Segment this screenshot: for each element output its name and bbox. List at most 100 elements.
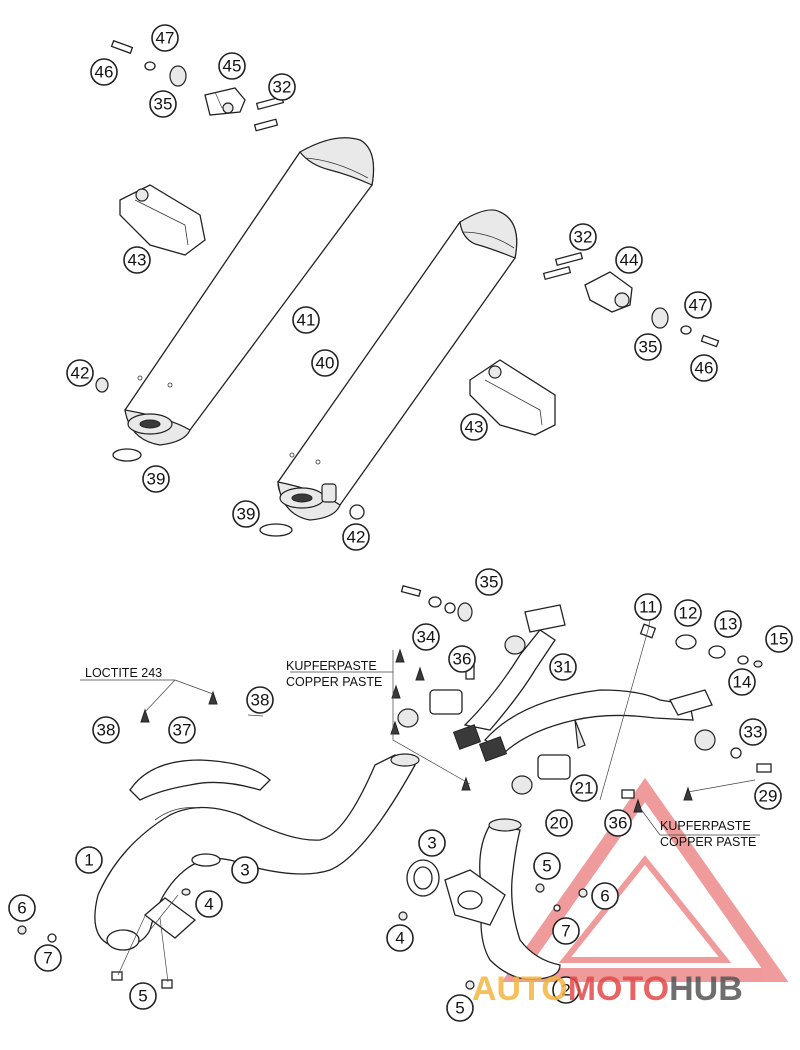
svg-text:11: 11: [639, 598, 657, 617]
svg-text:29: 29: [759, 787, 778, 806]
hardware-top-left: [110, 39, 285, 132]
callout-47-right: 47: [684, 291, 712, 319]
svg-text:6: 6: [600, 887, 609, 906]
header-pipe-2: [398, 818, 588, 990]
callout-12: 12: [674, 599, 702, 627]
svg-text:35: 35: [154, 95, 173, 114]
callout-29: 29: [754, 782, 782, 810]
callout-42-right: 42: [342, 523, 370, 551]
callout-15: 15: [765, 625, 793, 653]
callout-4-right: 4: [386, 924, 414, 952]
callout-7-left: 7: [34, 944, 62, 972]
svg-text:40: 40: [316, 354, 335, 373]
svg-text:38: 38: [251, 691, 270, 710]
callout-38-left: 38: [92, 716, 120, 744]
svg-text:2: 2: [561, 981, 570, 1000]
note-copper-en-left: COPPER PASTE: [286, 675, 382, 689]
svg-text:31: 31: [554, 658, 573, 677]
bracket-43-right: [469, 359, 556, 436]
svg-text:39: 39: [237, 505, 256, 524]
callout-39-right: 39: [232, 500, 260, 528]
svg-text:43: 43: [128, 251, 147, 270]
callout-32-top: 32: [268, 73, 296, 101]
callout-46-top: 46: [90, 58, 118, 86]
callout-46-right: 46: [690, 354, 718, 382]
callout-41: 41: [292, 306, 320, 334]
callout-35-top: 35: [149, 90, 177, 118]
watermark-triangle: [501, 777, 789, 982]
callout-5-left: 5: [129, 982, 157, 1010]
callout-39-left: 39: [142, 465, 170, 493]
callout-37: 37: [168, 716, 196, 744]
note-copper-en-right: COPPER PASTE: [660, 835, 756, 849]
callout-2: 2: [552, 976, 580, 1004]
sleeves-clamps: [397, 635, 772, 795]
svg-text:35: 35: [639, 338, 658, 357]
svg-text:45: 45: [223, 57, 242, 76]
svg-text:3: 3: [240, 861, 249, 880]
callout-34: 34: [412, 623, 440, 651]
callout-3-right: 3: [418, 829, 446, 857]
note-kupfer-de-left: KUPFERPASTE: [286, 659, 377, 673]
leader-lines: [80, 91, 760, 983]
callout-44: 44: [615, 246, 643, 274]
svg-text:42: 42: [347, 528, 366, 547]
svg-text:39: 39: [147, 470, 166, 489]
svg-text:15: 15: [770, 630, 789, 649]
small-parts-42-39: [95, 377, 365, 537]
svg-text:47: 47: [156, 29, 175, 48]
svg-text:13: 13: [719, 615, 738, 634]
svg-text:1: 1: [84, 851, 93, 870]
note-loctite: LOCTITE 243: [85, 666, 162, 680]
hardware-35-34: [400, 584, 473, 622]
svg-text:7: 7: [561, 922, 570, 941]
bracket-43-left: [119, 184, 206, 256]
callout-5-right-bottom: 5: [446, 994, 474, 1022]
note-kupfer-de-right: KUPFERPASTE: [660, 819, 751, 833]
callout-6-left: 6: [8, 894, 36, 922]
callout-35-mid: 35: [475, 568, 503, 596]
svg-text:AUTOMOTOHUB: AUTOMOTOHUB: [472, 970, 743, 1008]
hardware-right: [542, 251, 720, 348]
callout-6-right: 6: [591, 882, 619, 910]
y-pipe-31: [452, 604, 713, 762]
svg-text:44: 44: [620, 251, 639, 270]
callout-43-right: 43: [460, 413, 488, 441]
callout-5-right-top: 5: [533, 852, 561, 880]
svg-text:38: 38: [97, 721, 116, 740]
callout-4-left: 4: [195, 890, 223, 918]
svg-text:43: 43: [465, 418, 484, 437]
svg-text:5: 5: [138, 987, 147, 1006]
muffler-40: [277, 209, 518, 521]
svg-text:20: 20: [550, 814, 569, 833]
svg-text:36: 36: [609, 814, 628, 833]
muffler-41: [124, 137, 375, 446]
callout-45: 45: [218, 52, 246, 80]
svg-text:46: 46: [695, 359, 714, 378]
callout-40: 40: [311, 349, 339, 377]
watermark-logo: AUTOMOTOHUB: [472, 970, 743, 1008]
hardware-11-15: [639, 623, 763, 668]
svg-text:34: 34: [417, 628, 436, 647]
callout-7-right: 7: [552, 917, 580, 945]
callout-3-left: 3: [231, 856, 259, 884]
svg-text:46: 46: [95, 63, 114, 82]
svg-text:5: 5: [542, 857, 551, 876]
callout-38-right: 38: [246, 686, 274, 714]
callout-47-top: 47: [151, 24, 179, 52]
svg-text:14: 14: [733, 673, 752, 692]
callout-13: 13: [714, 610, 742, 638]
svg-text:5: 5: [455, 999, 464, 1018]
svg-text:35: 35: [480, 573, 499, 592]
svg-text:32: 32: [273, 78, 292, 97]
svg-text:3: 3: [427, 834, 436, 853]
svg-text:12: 12: [679, 604, 698, 623]
svg-text:33: 33: [744, 723, 763, 742]
callout-14: 14: [728, 668, 756, 696]
svg-text:21: 21: [575, 779, 594, 798]
header-pipe-1: [17, 753, 420, 989]
callout-32-right: 32: [569, 223, 597, 251]
springs: [140, 648, 693, 813]
svg-text:37: 37: [173, 721, 192, 740]
